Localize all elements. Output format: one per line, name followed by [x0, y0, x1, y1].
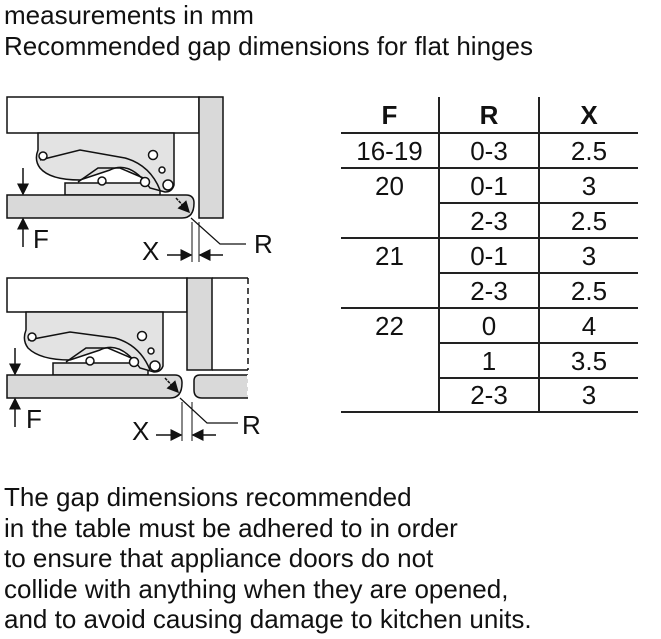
paragraph-line: in the table must be adhered to in order	[4, 513, 458, 543]
r-leader	[190, 217, 246, 245]
r-label: R	[242, 410, 261, 440]
adjacent-door-panel	[193, 374, 248, 399]
f-label: F	[26, 404, 42, 434]
f-cell: 22	[375, 311, 404, 341]
r-cell: 0-1	[470, 241, 508, 271]
paragraph-line: The gap dimensions recommended	[4, 482, 412, 512]
x-label: X	[132, 416, 149, 446]
hinge-diagrams: F X R F X R	[6, 96, 273, 446]
r-cell: 2-3	[470, 206, 508, 236]
r-cell: 0-1	[470, 171, 508, 201]
f-label: F	[33, 224, 49, 254]
f-cell: 21	[375, 241, 404, 271]
column-header-f: F	[381, 100, 398, 130]
paragraph-line: collide with anything when they are open…	[4, 574, 509, 604]
r-cell: 2-3	[470, 276, 508, 306]
table-title: Recommended gap dimensions for flat hing…	[4, 31, 533, 61]
units-note: measurements in mm	[4, 0, 254, 30]
r-cell: 0-3	[470, 136, 508, 166]
side-panel	[186, 277, 213, 371]
x-cell: 3	[581, 241, 597, 271]
r-cell: 2-3	[470, 380, 508, 410]
r-cell: 1	[481, 346, 497, 376]
hinge-diagram-flush	[6, 96, 246, 262]
door-panel	[6, 374, 183, 399]
paragraph-line: to ensure that appliance doors do not	[4, 543, 434, 573]
x-label: X	[142, 236, 159, 266]
carcass-top-panel	[6, 96, 200, 134]
hinge-diagram-adjacent	[6, 277, 249, 441]
r-label: R	[254, 229, 273, 259]
paragraph-line: and to avoid causing damage to kitchen u…	[4, 604, 532, 634]
x-cell: 2.5	[570, 206, 608, 236]
x-cell: 4	[581, 311, 597, 341]
x-cell: 3	[581, 171, 597, 201]
r-leader	[179, 397, 238, 424]
column-header-r: R	[479, 100, 499, 130]
f-cell: 20	[375, 171, 404, 201]
x-cell: 2.5	[570, 276, 608, 306]
side-panel	[198, 96, 224, 219]
x-cell: 3.5	[570, 346, 608, 376]
x-cell: 2.5	[570, 136, 608, 166]
hinge-arm	[23, 311, 164, 373]
carcass-top-panel	[6, 277, 188, 313]
hinge-arm	[35, 132, 175, 193]
x-cell: 3	[581, 380, 597, 410]
f-cell: 16-19	[356, 136, 423, 166]
r-cell: 0	[481, 311, 497, 341]
column-header-x: X	[580, 100, 598, 130]
door-panel	[6, 194, 195, 219]
